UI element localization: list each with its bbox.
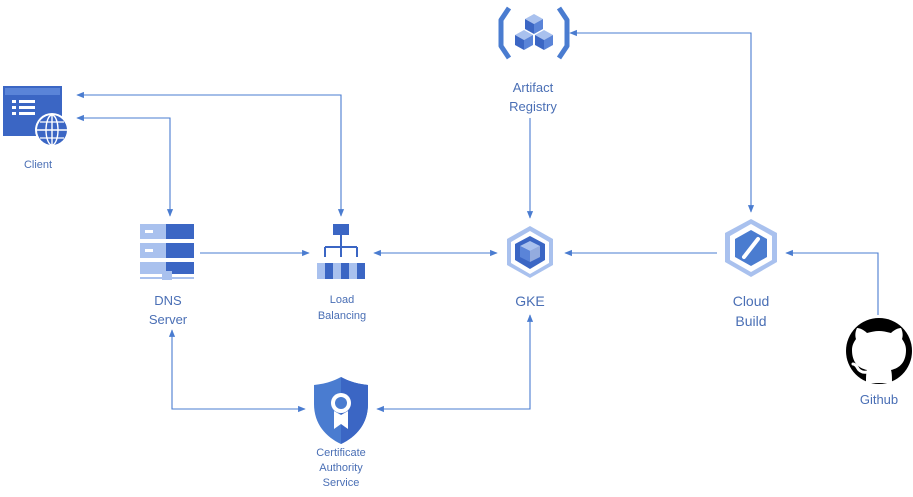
connectors bbox=[76, 29, 879, 413]
connector-client-dns bbox=[76, 114, 174, 217]
dns-server-label: DNS Server bbox=[132, 291, 204, 329]
gke-icon bbox=[507, 226, 553, 278]
connector-client-load-balancing bbox=[76, 91, 345, 217]
dns-server-label-line-2: Server bbox=[148, 312, 188, 327]
artifact-registry-label: Artifact Registry bbox=[493, 78, 573, 116]
github-label: Github bbox=[847, 390, 911, 409]
certificate-authority-icon bbox=[314, 377, 368, 444]
cloud-build-icon bbox=[725, 219, 777, 277]
connector-artifact-registry-cloud-build bbox=[569, 29, 755, 213]
connector-gke-certificate-authority bbox=[376, 314, 534, 413]
client-label: Client bbox=[18, 157, 58, 173]
dns-server-label-line-1: DNS bbox=[154, 293, 182, 308]
certificate-authority-label-line-2: Authority bbox=[319, 462, 363, 474]
load-balancing-label: Load Balancing bbox=[306, 292, 378, 324]
certificate-authority-label-line-3: Service bbox=[322, 477, 360, 489]
dns-server-icon bbox=[140, 224, 194, 280]
connector-dns-certificate-authority bbox=[168, 329, 306, 413]
cloud-build-label-line-2: Build bbox=[735, 313, 767, 329]
client-label-text: Client bbox=[23, 159, 53, 171]
github-label-text: Github bbox=[859, 392, 899, 407]
gke-label: GKE bbox=[500, 291, 560, 311]
certificate-authority-label: Certificate Authority Service bbox=[298, 446, 384, 491]
certificate-authority-label-line-1: Certificate bbox=[316, 447, 366, 459]
load-balancing-icon bbox=[317, 224, 365, 279]
load-balancing-label-line-1: Load bbox=[329, 294, 355, 306]
gke-label-text: GKE bbox=[515, 293, 545, 309]
cloud-build-label: Cloud Build bbox=[713, 291, 789, 331]
artifact-registry-icon bbox=[498, 6, 570, 60]
load-balancing-label-line-2: Balancing bbox=[317, 310, 367, 322]
connector-github-cloud-build bbox=[785, 249, 879, 315]
cloud-build-label-line-1: Cloud bbox=[732, 293, 770, 309]
artifact-registry-label-line-2: Registry bbox=[509, 99, 557, 114]
artifact-registry-label-line-1: Artifact bbox=[512, 80, 554, 95]
github-icon bbox=[846, 318, 912, 384]
client-window-globe-icon bbox=[3, 86, 69, 147]
